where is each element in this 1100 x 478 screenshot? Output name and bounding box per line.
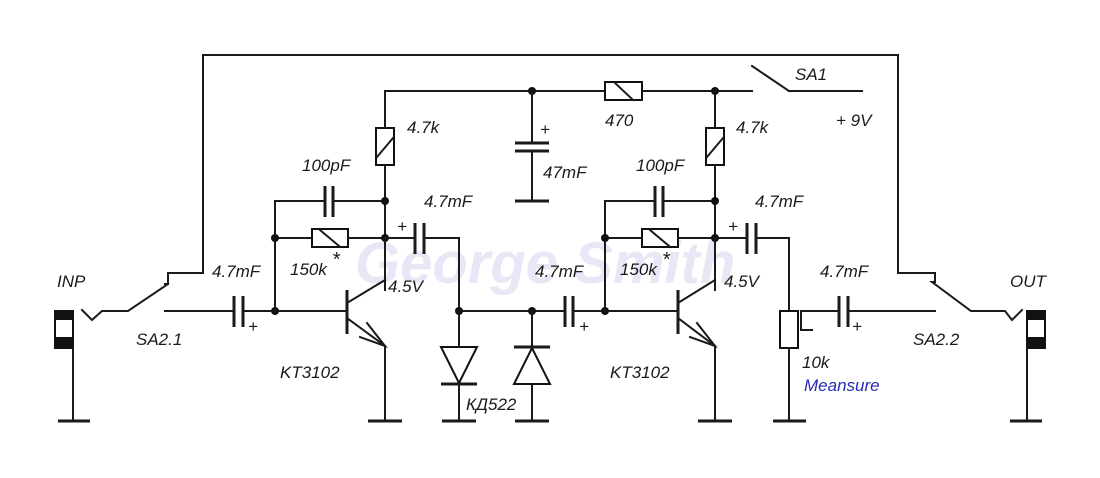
output-capacitor-2 xyxy=(745,223,758,254)
plus-mark: + xyxy=(579,317,589,336)
collector-resistor-1 xyxy=(375,127,395,166)
switch-sa2-1-label: SA2.1 xyxy=(136,330,182,349)
transistor-1 xyxy=(345,237,402,423)
bias-resistor-1-label: 150k xyxy=(290,260,328,279)
output-coupling-capacitor-label: 4.7mF xyxy=(820,262,870,281)
supply-voltage-label: + 9V xyxy=(836,111,873,130)
plus-mark: + xyxy=(248,317,258,336)
collector-voltage-2: 4.5V xyxy=(724,272,761,291)
collector-resistor-2 xyxy=(705,127,725,166)
transistor-1-label: KT3102 xyxy=(280,363,340,382)
filter-capacitor xyxy=(515,90,549,203)
input-jack xyxy=(54,310,90,423)
output-capacitor-2-label: 4.7mF xyxy=(755,192,805,211)
input-capacitor-1 xyxy=(232,296,245,327)
potentiometer-label: 10k xyxy=(802,353,831,372)
filter-resistor-label: 470 xyxy=(605,111,634,130)
filter-capacitor-label: 47mF xyxy=(543,163,588,182)
plus-mark: + xyxy=(852,317,862,336)
input-capacitor-1-label: 4.7mF xyxy=(212,262,262,281)
switch-sa1-label: SA1 xyxy=(795,65,827,84)
feedback-capacitor-1 xyxy=(323,186,335,217)
bias-mark: * xyxy=(662,249,671,271)
output-jack xyxy=(1010,310,1046,423)
diodes-label: КД522 xyxy=(466,395,517,414)
output-capacitor-1-label: 4.7mF xyxy=(424,192,474,211)
input-label: INP xyxy=(57,272,86,291)
filter-resistor xyxy=(604,81,643,101)
switch-sa2-2-label: SA2.2 xyxy=(913,330,960,349)
feedback-capacitor-2-label: 100pF xyxy=(636,156,686,175)
bias-resistor-2 xyxy=(641,228,679,248)
bias-resistor-2-label: 150k xyxy=(620,260,658,279)
collector-resistor-2-label: 4.7k xyxy=(736,118,770,137)
transistor-2 xyxy=(676,237,732,423)
bypass-wire xyxy=(167,54,936,274)
potentiometer xyxy=(773,310,839,423)
switch-sa2-2 xyxy=(928,272,1024,322)
feedback-capacitor-1-label: 100pF xyxy=(302,156,352,175)
output-coupling-capacitor xyxy=(837,296,850,327)
collector-voltage-1: 4.5V xyxy=(388,277,425,296)
plus-mark: + xyxy=(397,217,407,236)
bias-mark: * xyxy=(332,249,341,271)
diode-2 xyxy=(512,310,552,423)
switch-sa2-1 xyxy=(80,272,170,322)
plus-mark: + xyxy=(728,217,738,236)
feedback-capacitor-2 xyxy=(653,186,665,217)
bias-resistor-1 xyxy=(311,228,349,248)
diode-1 xyxy=(439,310,479,423)
output-capacitor-1 xyxy=(413,223,426,254)
transistor-2-label: KT3102 xyxy=(610,363,670,382)
input-capacitor-2 xyxy=(563,296,575,327)
collector-resistor-1-label: 4.7k xyxy=(407,118,441,137)
input-capacitor-2-label: 4.7mF xyxy=(535,262,585,281)
plus-mark: + xyxy=(540,120,550,139)
output-label: OUT xyxy=(1010,272,1048,291)
measure-label: Meansure xyxy=(804,376,880,395)
switch-sa1 xyxy=(750,64,863,93)
